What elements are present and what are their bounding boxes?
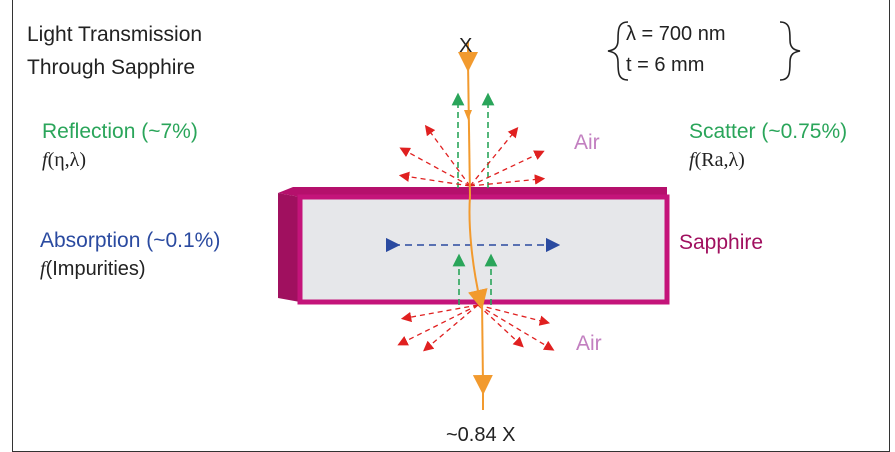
title-line-1: Light Transmission bbox=[27, 23, 203, 46]
function-symbol: f bbox=[40, 258, 46, 280]
reflection-label: Reflection (~7%) bbox=[42, 120, 198, 143]
scatter-arrow bbox=[477, 304, 524, 348]
absorption-function-args: (Impurities) bbox=[45, 258, 146, 280]
thickness-param: t = 6 mm bbox=[626, 54, 705, 76]
scatter-arrows-top bbox=[398, 124, 546, 187]
air-label-top: Air bbox=[574, 131, 600, 154]
transmitted-beam bbox=[472, 299, 493, 395]
scatter-arrow bbox=[398, 171, 471, 187]
sapphire-label: Sapphire bbox=[679, 231, 764, 254]
right-brace bbox=[779, 21, 801, 81]
scatter-arrow bbox=[400, 304, 479, 323]
scatter-function-args: (Ra,λ) bbox=[694, 149, 745, 171]
sapphire-front-face bbox=[297, 194, 670, 305]
sapphire-block bbox=[278, 187, 670, 305]
beam-arrowhead bbox=[464, 110, 472, 120]
scatter-arrow bbox=[477, 304, 551, 326]
scatter-label: Scatter (~0.75%) bbox=[689, 120, 848, 143]
scatter-function: f(Ra,λ) bbox=[689, 150, 745, 170]
title-line-2: Through Sapphire bbox=[27, 56, 196, 79]
beam-refracted bbox=[468, 195, 488, 310]
reflection-arrows bbox=[451, 92, 498, 305]
air-label-bottom: Air bbox=[576, 332, 602, 355]
absorption-function: f(Impurities) bbox=[40, 259, 146, 279]
function-symbol: f bbox=[689, 149, 695, 171]
incident-label: X bbox=[459, 35, 473, 57]
function-symbol: f bbox=[42, 149, 48, 171]
scatter-arrow bbox=[469, 150, 545, 187]
left-brace bbox=[607, 21, 629, 81]
scatter-arrow bbox=[477, 304, 555, 351]
scatter-arrow bbox=[399, 147, 471, 187]
absorption-label: Absorption (~0.1%) bbox=[40, 229, 221, 252]
scatter-arrow bbox=[469, 126, 519, 187]
scatter-arrow bbox=[423, 304, 479, 352]
transmitted-label: ~0.84 X bbox=[446, 424, 516, 446]
beam-top-segment bbox=[467, 61, 471, 197]
parameter-brace bbox=[607, 21, 801, 81]
scatter-arrow bbox=[424, 124, 471, 187]
reflection-function-args: (η,λ) bbox=[47, 149, 87, 171]
scatter-arrow bbox=[469, 174, 546, 187]
light-beam bbox=[458, 42, 493, 410]
scatter-arrows-bottom bbox=[397, 304, 555, 352]
sapphire-left-side bbox=[278, 193, 300, 302]
wavelength-param: λ = 700 nm bbox=[626, 23, 726, 45]
reflection-function: f(η,λ) bbox=[42, 150, 86, 170]
